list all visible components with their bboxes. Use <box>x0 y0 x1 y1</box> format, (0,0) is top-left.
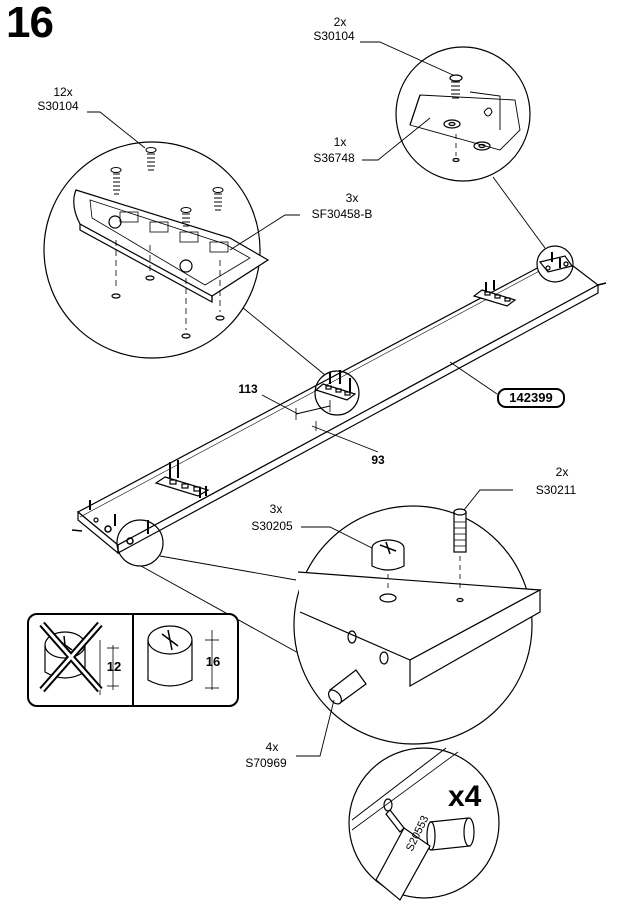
label-leaders <box>87 41 513 757</box>
plate-qty: 3x <box>345 191 359 205</box>
left-screws-code: S30104 <box>37 99 79 113</box>
dimension-93: 93 <box>371 453 385 467</box>
leader-left-circle-a <box>159 555 297 581</box>
glue-detail-circle <box>348 747 500 901</box>
plate-code: SF30458-B <box>311 207 373 221</box>
plate-on-panel-1 <box>154 460 210 498</box>
cam-orientation-box <box>27 613 239 707</box>
bracket-detail-small <box>536 245 574 283</box>
glue-multiplier: x4 <box>448 780 482 813</box>
plate-on-panel-2 <box>314 370 357 401</box>
left-screws-qty: 12x <box>53 85 73 99</box>
left-end-fittings <box>89 500 149 545</box>
depth-wrong-12: 12 <box>106 659 122 674</box>
cam-qty: 3x <box>269 502 283 516</box>
leader-top-circle <box>492 176 546 249</box>
top-screws-qty: 2x <box>333 15 347 29</box>
part-number-badge: 142399 <box>497 388 565 408</box>
detail-circle-mid <box>314 370 360 416</box>
cam-detail-circle <box>293 505 543 745</box>
dowel-qty: 4x <box>265 740 279 754</box>
leader-mid-circle <box>241 306 326 376</box>
washer-qty: 1x <box>333 135 347 149</box>
dowel-code: S70969 <box>245 756 287 770</box>
bracket-detail-circle <box>395 46 531 182</box>
bolt-code: S30211 <box>535 483 577 497</box>
plate-on-panel-3 <box>472 280 517 307</box>
dimension-lines <box>261 394 379 453</box>
plate-detail-circle <box>43 141 270 359</box>
cam-code: S30205 <box>251 519 293 533</box>
washer-code: S36748 <box>313 151 355 165</box>
dimension-113: 113 <box>238 382 258 396</box>
detail-circle-left <box>116 519 164 567</box>
top-screws-code: S30104 <box>313 29 355 43</box>
step-number: 16 <box>6 0 54 47</box>
depth-right-16: 16 <box>205 654 221 669</box>
long-panel <box>71 255 607 555</box>
bolt-qty: 2x <box>555 465 569 479</box>
